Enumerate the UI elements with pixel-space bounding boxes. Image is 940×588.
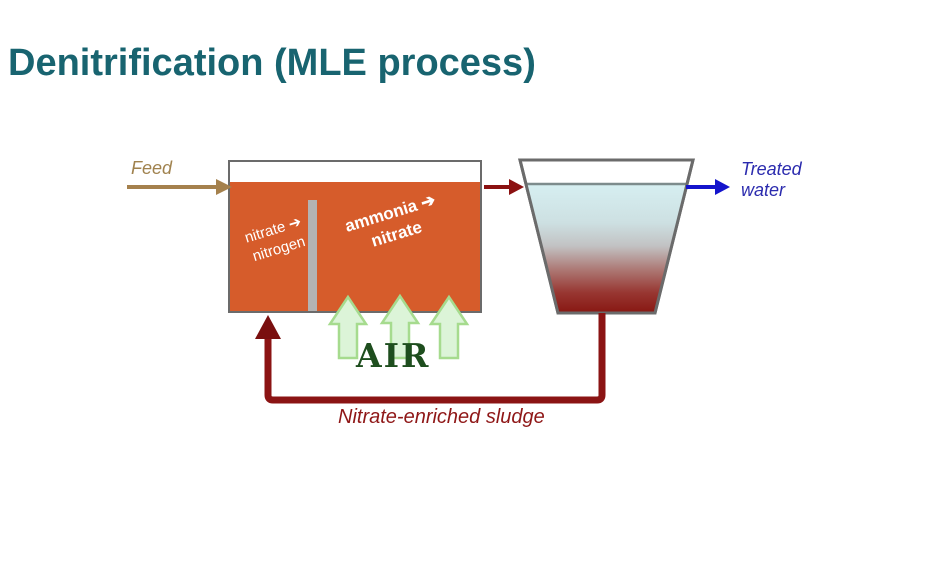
treated-water-label-line1: Treated [741, 159, 802, 179]
air-arrow-icon [428, 294, 470, 360]
reactor-liquid [230, 182, 480, 311]
slide-title: Denitrification (MLE process) [8, 42, 536, 84]
treated-water-label: Treated water [741, 159, 802, 201]
treated-water-arrow [686, 179, 730, 195]
clarifier-contents-gradient [525, 184, 688, 313]
air-arrows [327, 293, 470, 360]
sludge-recycle-arrowhead [255, 315, 281, 339]
sludge-label: Nitrate-enriched sludge [338, 406, 545, 428]
air-label: AIR [356, 336, 431, 375]
air-arrow-icon [327, 294, 369, 360]
clarifier [518, 158, 695, 315]
feed-arrow [127, 179, 232, 195]
mle-reactor-tank: nitrate ➔ nitrogen ammonia ➔ nitrate [228, 160, 482, 313]
sludge-recycle-pipe [255, 313, 606, 404]
air-arrow-icon [379, 293, 421, 360]
treated-water-label-line2: water [741, 180, 786, 201]
feed-label: Feed [131, 158, 173, 178]
reactor-to-clarifier-arrow [484, 179, 524, 195]
zone-divider-baffle [308, 200, 317, 311]
